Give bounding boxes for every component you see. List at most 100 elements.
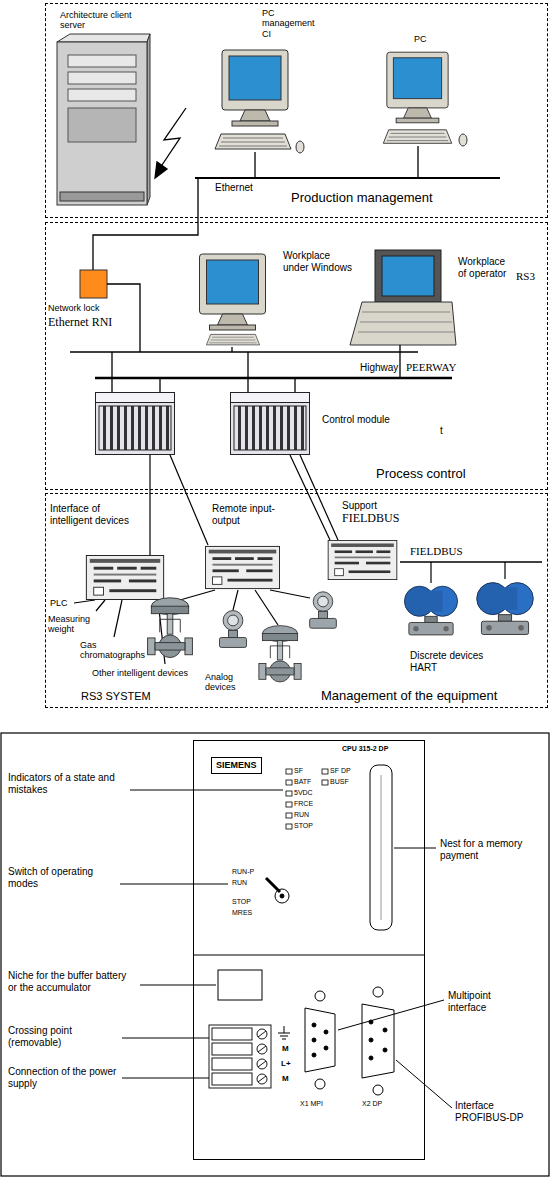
sub-d-connector bbox=[312, 1023, 316, 1027]
ground-symbol bbox=[284, 1026, 285, 1033]
workstation bbox=[375, 250, 441, 302]
label-text: Measuring weight bbox=[48, 614, 98, 635]
label-text: Analog devices bbox=[205, 672, 255, 693]
figure-frame bbox=[1, 733, 549, 1176]
terminal-block bbox=[209, 1025, 271, 1088]
terminal-block bbox=[258, 1061, 266, 1067]
label-text: Multipoint interface bbox=[448, 990, 508, 1013]
wireless-link bbox=[155, 162, 167, 178]
field-device bbox=[220, 611, 247, 648]
label-text: Highway bbox=[360, 362, 398, 374]
leader-line bbox=[394, 848, 436, 849]
leader-line bbox=[396, 1060, 452, 1108]
field-wire bbox=[430, 562, 431, 583]
sub-d-connector bbox=[324, 1046, 328, 1050]
sub-d-connector bbox=[312, 1038, 316, 1042]
label-text: Niche for the buffer battery or the accu… bbox=[8, 970, 133, 993]
status-led bbox=[322, 769, 328, 774]
leader-line bbox=[130, 790, 283, 791]
terminal-block bbox=[212, 1028, 252, 1040]
workstation bbox=[382, 256, 434, 296]
terminal-block bbox=[257, 1029, 267, 1039]
sub-d-connector bbox=[369, 1056, 373, 1060]
network-wire bbox=[231, 347, 232, 352]
label-text: Support bbox=[342, 500, 377, 512]
label-text: Workplace of operator bbox=[458, 256, 513, 279]
sub-d-connector bbox=[383, 1048, 387, 1052]
brand-plate: SIEMENS bbox=[211, 757, 262, 774]
memory-card-slot bbox=[370, 765, 392, 930]
memory-card-slot bbox=[381, 775, 382, 920]
label-text: FRCE bbox=[294, 800, 313, 808]
label-text: X2 DP bbox=[362, 1100, 382, 1108]
leader-line bbox=[120, 884, 228, 885]
label-text: PC bbox=[414, 34, 427, 44]
label-text: SF DP bbox=[330, 767, 351, 775]
label-text: Workplace under Windows bbox=[283, 250, 353, 273]
pc-computer bbox=[387, 52, 448, 123]
server-tower bbox=[68, 55, 136, 67]
label-text: Switch of operating modes bbox=[8, 866, 118, 889]
label-text: RUN-P bbox=[232, 868, 254, 876]
ground-symbol bbox=[280, 1036, 288, 1037]
network-wire bbox=[111, 352, 112, 392]
label-text: STOP bbox=[232, 898, 251, 906]
label-text: FIELDBUS bbox=[342, 512, 399, 526]
pc-computer bbox=[215, 50, 467, 153]
server-tower bbox=[57, 42, 147, 205]
sub-d-connector bbox=[324, 1030, 328, 1034]
node-text: SIEMENS bbox=[216, 760, 257, 770]
label-text: Interface of intelligent devices bbox=[50, 503, 140, 526]
status-led bbox=[286, 813, 292, 818]
wireless-link bbox=[155, 108, 186, 178]
label-text: X1 MPI bbox=[300, 1100, 323, 1108]
network-wire bbox=[95, 377, 452, 380]
field-wire bbox=[233, 590, 238, 610]
battery-niche bbox=[218, 970, 262, 1000]
leader-line bbox=[338, 1000, 444, 1030]
field-wire bbox=[504, 562, 505, 579]
field-wire bbox=[74, 455, 542, 664]
leader-line bbox=[122, 1038, 209, 1039]
network-wire bbox=[254, 152, 255, 178]
label-text: Interface PROFIBUS-DP bbox=[455, 1100, 540, 1123]
field-device bbox=[477, 583, 534, 635]
network-wire bbox=[159, 378, 160, 392]
label-text: FIELDBUS bbox=[410, 545, 463, 558]
network-wire bbox=[70, 284, 452, 392]
node-text: Production management bbox=[291, 191, 433, 206]
status-led bbox=[286, 780, 292, 785]
field-wire bbox=[180, 590, 215, 600]
label-text: Control module bbox=[322, 414, 390, 426]
status-led bbox=[286, 824, 292, 829]
sub-d-connector bbox=[369, 1038, 373, 1042]
sub-d-connector bbox=[383, 1028, 387, 1032]
network-wire bbox=[93, 178, 198, 270]
network-lock-box bbox=[80, 270, 107, 298]
field-wire bbox=[290, 455, 330, 540]
status-led bbox=[286, 791, 292, 796]
label-text: Ethernet RNI bbox=[48, 316, 112, 330]
sub-d-connector bbox=[305, 987, 394, 1095]
terminal-block bbox=[212, 1073, 252, 1085]
label-text: SF bbox=[294, 767, 303, 775]
terminal-block bbox=[257, 1044, 267, 1054]
node-text: RS3 SYSTEM bbox=[81, 690, 151, 703]
network-wire bbox=[247, 352, 248, 392]
status-led bbox=[322, 780, 328, 785]
label-text: Gas chromatographs bbox=[80, 640, 155, 661]
node-text: Process control bbox=[376, 467, 466, 482]
network-wire bbox=[294, 378, 295, 392]
terminal-block bbox=[209, 1025, 271, 1088]
label-text: RS3 bbox=[516, 270, 535, 283]
memory-card-slot bbox=[370, 765, 392, 930]
leader-line bbox=[120, 790, 452, 1108]
label-text: Architecture client server bbox=[60, 10, 150, 31]
server-tower bbox=[57, 34, 150, 42]
label-text: Indicators of a state and mistakes bbox=[8, 772, 128, 795]
region-band: Production management bbox=[45, 3, 548, 218]
field-wire bbox=[114, 600, 122, 637]
label-text: BUSF bbox=[330, 778, 349, 786]
sub-d-connector bbox=[373, 987, 383, 997]
